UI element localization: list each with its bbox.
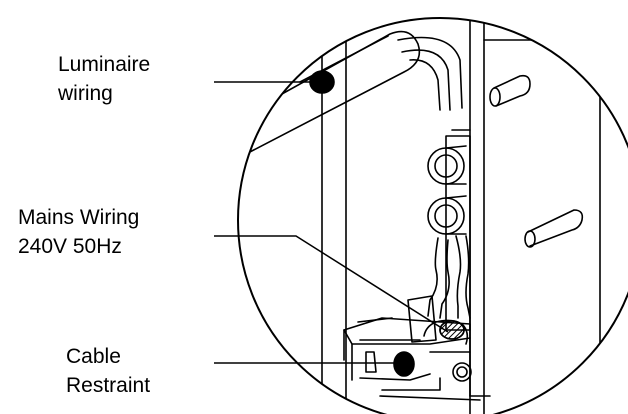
- wall-pin-upper: [489, 74, 531, 107]
- label-luminaire-line2: wiring: [58, 82, 113, 105]
- label-mains-line2: 240V 50Hz: [18, 235, 122, 258]
- leader-lines: [214, 81, 449, 364]
- label-luminaire-line1: Luminaire: [58, 53, 151, 76]
- mains-wires: [427, 235, 471, 319]
- label-mains-line1: Mains Wiring: [18, 206, 140, 229]
- luminaire-cable-sleeve: [238, 30, 463, 155]
- wall-pin-lower: [524, 209, 584, 248]
- terminal-block: [427, 129, 471, 331]
- cable-restraint-clamp: [343, 317, 491, 401]
- label-restraint-line1: Cable: [66, 345, 121, 368]
- label-restraint-line2: Restraint: [66, 374, 151, 397]
- leader-line-mains: [214, 235, 449, 333]
- cable-gland: [407, 295, 469, 345]
- label-mains-wiring: Mains Wiring 240V 50Hz: [18, 203, 139, 261]
- magnifier-circle: [237, 17, 628, 414]
- label-cable-restraint: Cable Restraint: [66, 342, 150, 400]
- label-luminaire-wiring: Luminaire wiring: [58, 50, 150, 108]
